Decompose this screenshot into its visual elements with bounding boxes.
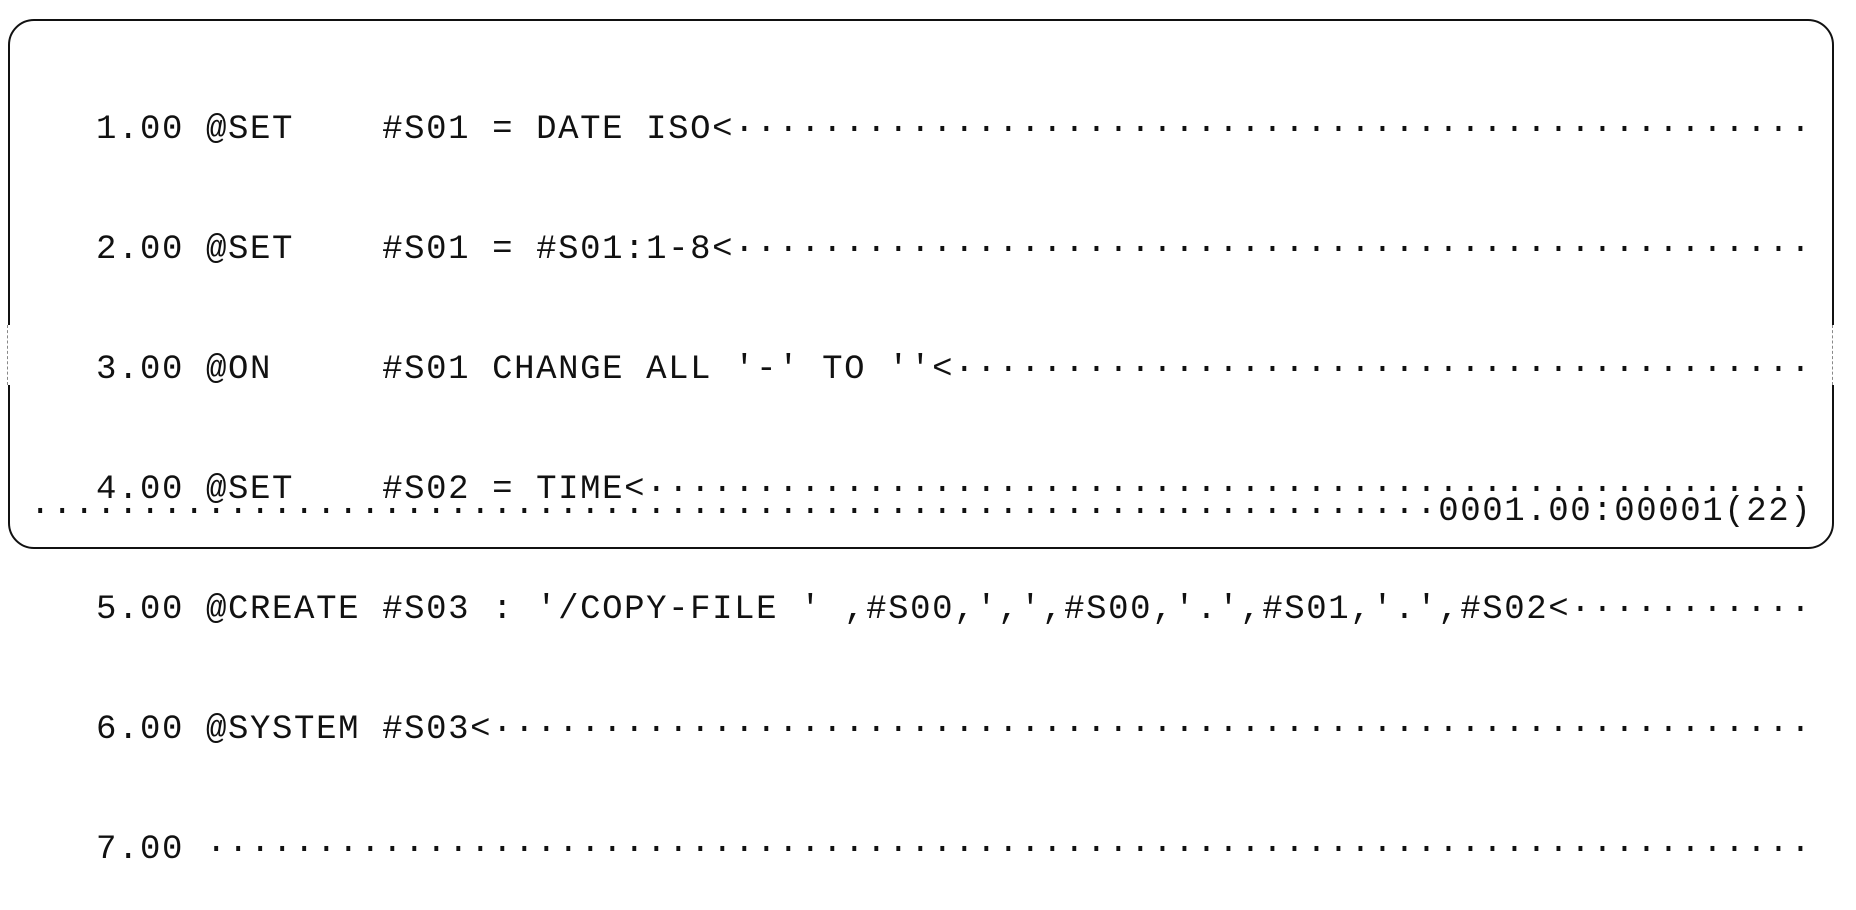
fill-dots: ········································… [492,711,1813,749]
line-number: 2.00 [30,231,185,269]
line-text[interactable]: @SET #S02 = TIME< [206,471,647,509]
editor-line[interactable]: 3.00 @ON #S01 CHANGE ALL '-' TO ''<·····… [30,350,1812,390]
fill-dots: ········································… [646,471,1813,509]
editor-line[interactable]: 5.00 @CREATE #S03 : '/COPY-FILE ' ,#S00,… [30,590,1812,630]
line-number: 5.00 [30,591,185,629]
line-position-indicator: 0001.00:00001(22) [1438,493,1813,531]
status-line: ········································… [30,492,1812,532]
editor-line[interactable]: 1.00 @SET #S01 = DATE ISO<··············… [30,110,1812,150]
line-number: 7.00 [30,831,185,869]
line-text[interactable]: @ON #S01 CHANGE ALL '-' TO ''< [206,351,955,389]
fill-dots: ········································… [734,111,1813,149]
line-text[interactable]: @SYSTEM #S03< [206,711,493,749]
line-text[interactable]: @SET #S01 = #S01:1-8< [206,231,735,269]
editor-work-area[interactable]: 1.00 @SET #S01 = DATE ISO<··············… [30,30,1812,910]
fill-dots: ········································… [30,493,1439,531]
editor-line[interactable]: 7.00 ···································… [30,830,1812,870]
terminal-frame [8,19,1834,549]
line-number: 4.00 [30,471,185,509]
line-number: 1.00 [30,111,185,149]
editor-line[interactable]: 6.00 @SYSTEM #S03<······················… [30,710,1812,750]
line-number: 3.00 [30,351,185,389]
fill-dots: ······································· [954,351,1813,389]
editor-line[interactable]: 4.00 @SET #S02 = TIME<··················… [30,470,1812,510]
line-number: 6.00 [30,711,185,749]
frame-gap-left [7,325,12,385]
line-text[interactable]: @CREATE #S03 : '/COPY-FILE ' ,#S00,',',#… [206,591,1571,629]
fill-dots: ··········· [1570,591,1813,629]
fill-dots: ········································… [734,231,1813,269]
editor-line[interactable]: 2.00 @SET #S01 = #S01:1-8<··············… [30,230,1812,270]
line-text[interactable]: @SET #S01 = DATE ISO< [206,111,735,149]
fill-dots: ········································… [206,831,1813,869]
frame-gap-right [1832,325,1837,385]
